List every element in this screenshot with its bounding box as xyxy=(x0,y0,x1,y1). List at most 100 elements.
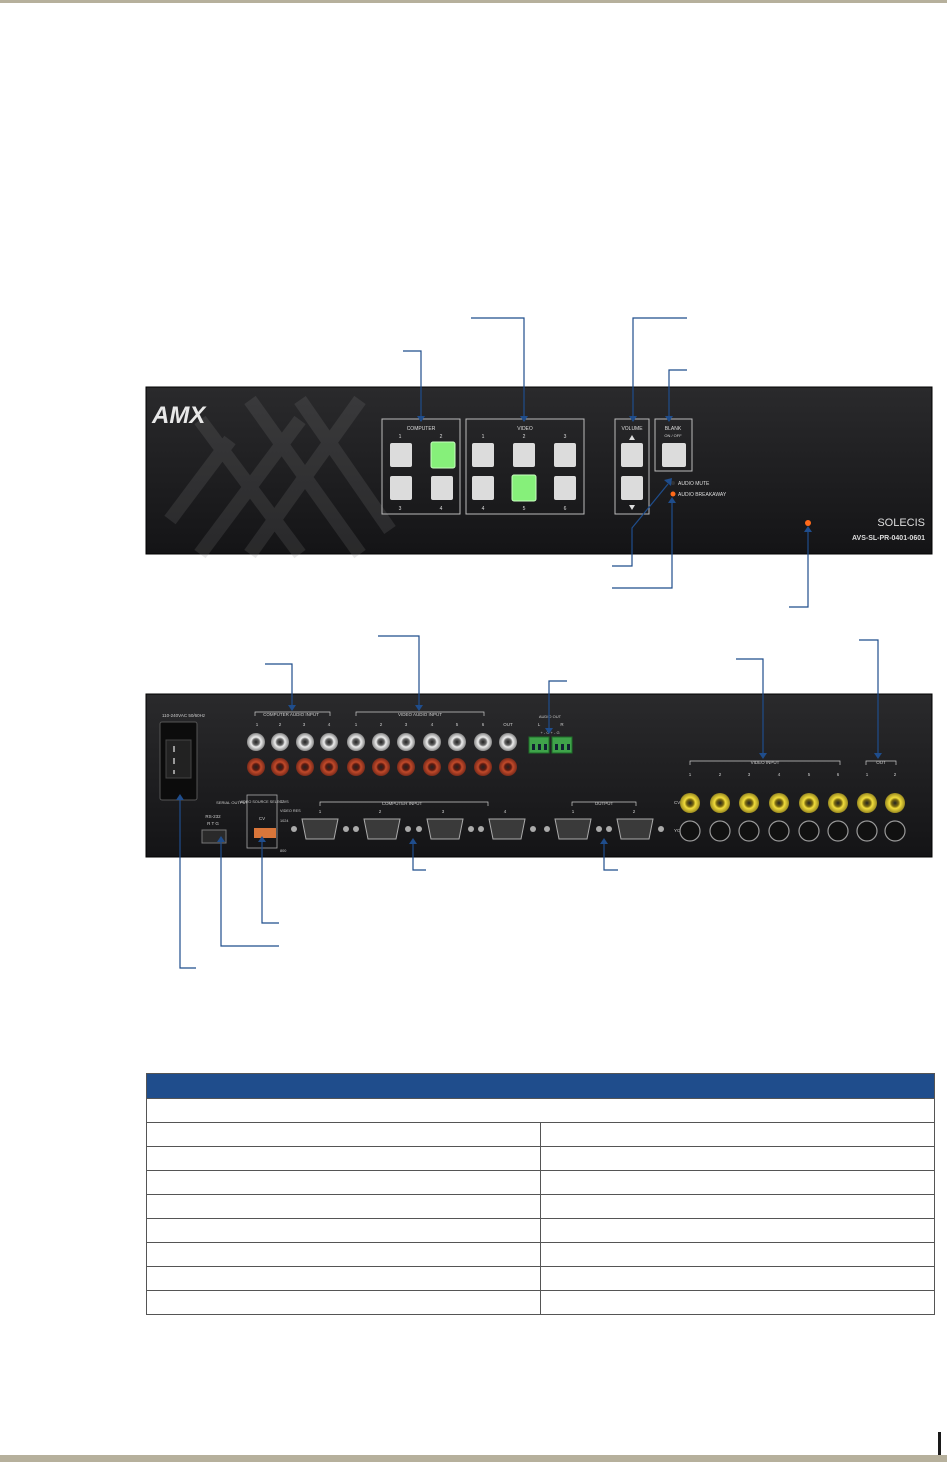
computer-number-2: 2 xyxy=(440,434,443,440)
dip-800-label: 800 xyxy=(280,849,286,853)
video-button-3[interactable] xyxy=(554,443,576,467)
video-out-number-1: 1 xyxy=(866,772,869,777)
video-number-4: 4 xyxy=(482,506,485,512)
model-number: AVS-SL-PR-0401-0601 xyxy=(852,535,925,542)
volume-down-arrow-icon xyxy=(629,505,635,510)
video-out-label: OUT xyxy=(876,760,886,765)
computer-button-1[interactable] xyxy=(390,443,412,467)
amx-logo: AMX xyxy=(151,402,207,429)
volume-up-button[interactable] xyxy=(621,443,643,467)
volume-down-button[interactable] xyxy=(621,476,643,500)
video-audio-number-1: 1 xyxy=(355,722,358,727)
video-number-6: 6 xyxy=(564,506,567,512)
video-button-2[interactable] xyxy=(513,443,535,467)
row-label-yc: YC xyxy=(674,828,681,833)
video-button-6[interactable] xyxy=(554,476,576,500)
table-cell xyxy=(540,1218,935,1243)
table-row xyxy=(146,1194,935,1219)
table-cell xyxy=(146,1218,541,1243)
dip-video-res-label: VIDEO RES xyxy=(280,809,301,813)
rs232-pins-label: R T G xyxy=(207,821,219,826)
volume-label: VOLUME xyxy=(621,426,643,432)
page-number-marker xyxy=(938,1432,941,1455)
table-row xyxy=(146,1170,935,1195)
video-audio-number-5: 5 xyxy=(456,722,459,727)
table-cell xyxy=(540,1194,935,1219)
table-header-cell xyxy=(146,1073,935,1099)
table-row xyxy=(146,1242,935,1267)
video-out-number-2: 2 xyxy=(894,772,897,777)
video-audio-input-label: VIDEO AUDIO INPUT xyxy=(398,712,442,717)
video-audio-number-4: 4 xyxy=(431,722,434,727)
video-rca-jacks xyxy=(680,793,905,813)
table-cell xyxy=(146,1122,541,1147)
table-cell xyxy=(540,1242,935,1267)
video-button-5[interactable] xyxy=(511,474,537,502)
table-cell xyxy=(146,1290,541,1315)
video-input-label: VIDEO INPUT xyxy=(751,760,780,765)
serial-output-label: SERIAL OUTPUT xyxy=(216,800,248,805)
video-button-1[interactable] xyxy=(472,443,494,467)
blank-button[interactable] xyxy=(662,443,686,467)
video-input-number-2: 2 xyxy=(719,772,722,777)
table-cell xyxy=(146,1146,541,1171)
computer-button-3[interactable] xyxy=(390,476,412,500)
computer-button-4[interactable] xyxy=(431,476,453,500)
computer-input-connectors xyxy=(291,818,536,840)
computer-number-1: 1 xyxy=(399,434,402,440)
video-source-select-label: VIDEO SOURCE SELECT xyxy=(240,800,286,804)
table-cell xyxy=(540,1170,935,1195)
table-cell xyxy=(540,1122,935,1147)
table-cell xyxy=(540,1146,935,1171)
table-subheader-row xyxy=(146,1098,935,1123)
rear-callout-arrows xyxy=(176,705,882,844)
table-cell xyxy=(146,1242,541,1267)
dip-svs-label: S/VS xyxy=(280,800,289,804)
video-number-5: 5 xyxy=(523,506,526,512)
svideo-jacks xyxy=(679,820,906,842)
rear-panel: 110-240VAC 50/60Hz COMPUTER AUDIO INPUT … xyxy=(145,693,933,858)
computer-input-number-1: 1 xyxy=(319,809,322,814)
table-header-row xyxy=(146,1073,935,1099)
power-label: 110-240VAC 50/60Hz xyxy=(162,713,206,718)
product-name: SOLECIS xyxy=(877,517,925,529)
front-panel-decor xyxy=(164,395,396,559)
dip-1024-label: 1024 xyxy=(280,819,288,823)
computer-audio-input-label: COMPUTER AUDIO INPUT xyxy=(263,712,319,717)
computer-audio-number-3: 3 xyxy=(303,722,306,727)
table-row xyxy=(146,1218,935,1243)
front-panel: AMX COMPUTER 1 2 3 4 VIDEO 1 2 3 4 5 6 V… xyxy=(145,386,933,559)
computer-button-2[interactable] xyxy=(430,441,456,469)
video-input-number-4: 4 xyxy=(778,772,781,777)
computer-input-label: COMPUTER INPUT xyxy=(382,801,423,806)
audio-out-label: AUDIO OUT xyxy=(539,714,562,719)
computer-input-number-3: 3 xyxy=(442,809,445,814)
blank-label: BLANK xyxy=(665,426,682,432)
front-callout-arrows xyxy=(417,416,812,532)
spec-table xyxy=(146,1073,935,1315)
output-label: OUTPUT xyxy=(595,801,614,806)
audio-breakaway-led xyxy=(670,491,676,497)
power-led xyxy=(805,520,811,526)
audio-out-l-label: L xyxy=(538,722,541,727)
output-number-2: 2 xyxy=(633,809,636,814)
rs232-label: RS-232 xyxy=(205,814,221,819)
rear-callouts xyxy=(179,635,879,969)
computer-number-3: 3 xyxy=(399,506,402,512)
video-number-3: 3 xyxy=(564,434,567,440)
audio-mute-label: AUDIO MUTE xyxy=(678,481,710,487)
video-input-number-3: 3 xyxy=(748,772,751,777)
page-bottom-rule xyxy=(0,1455,947,1462)
front-callouts xyxy=(403,317,809,608)
table-cell xyxy=(146,1194,541,1219)
table-row xyxy=(146,1290,935,1315)
audio-out-jack-label: OUT xyxy=(503,722,513,727)
table-cell xyxy=(146,1170,541,1195)
dip-switch[interactable] xyxy=(254,828,276,838)
video-button-4[interactable] xyxy=(472,476,494,500)
dip-cv-label: CV xyxy=(259,816,265,821)
table-cell xyxy=(540,1266,935,1291)
computer-label: COMPUTER xyxy=(407,426,436,432)
table-row xyxy=(146,1266,935,1291)
table-row xyxy=(146,1146,935,1171)
